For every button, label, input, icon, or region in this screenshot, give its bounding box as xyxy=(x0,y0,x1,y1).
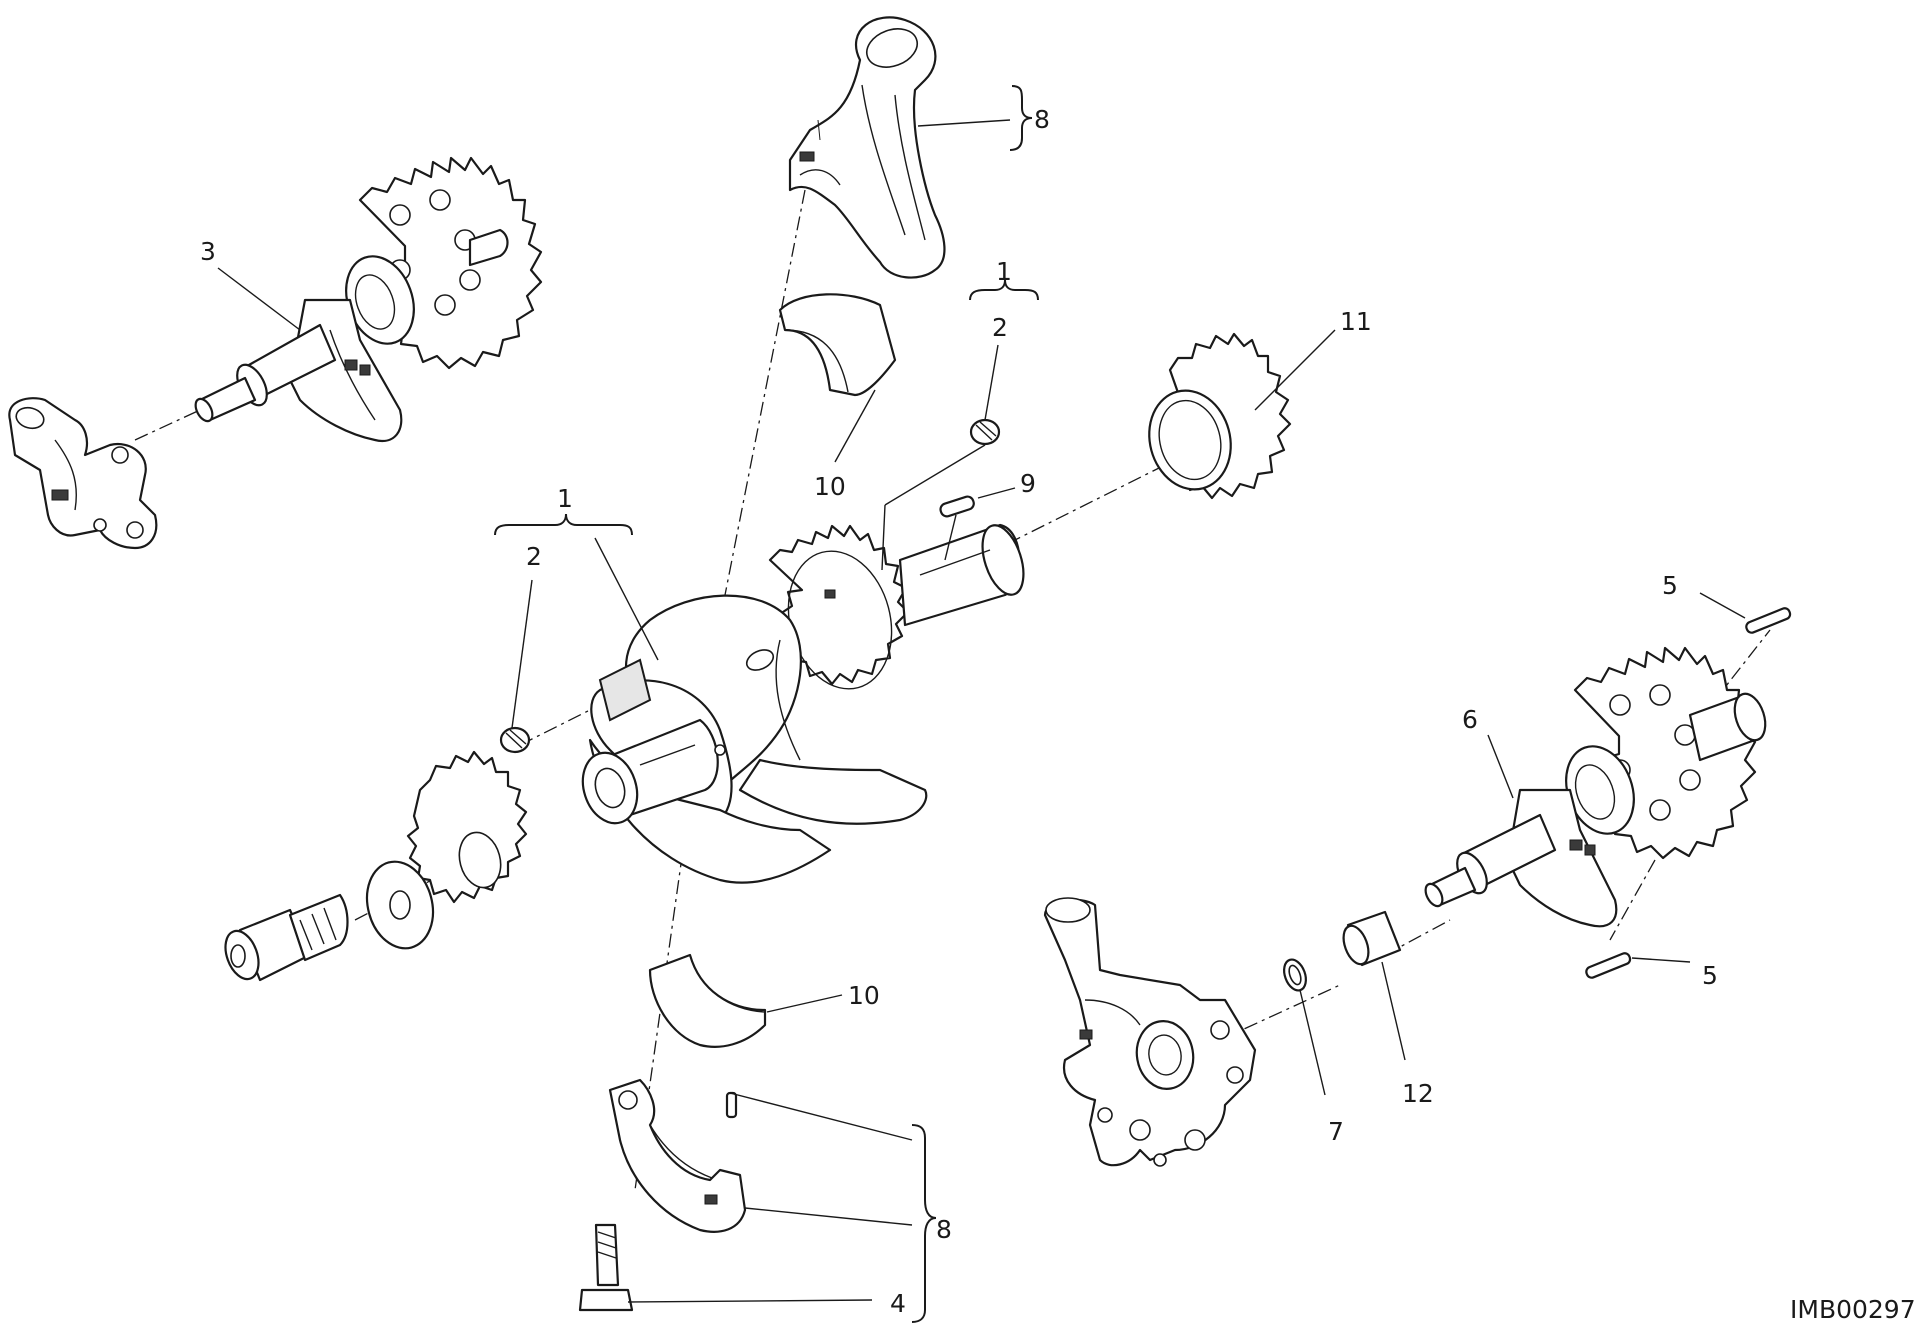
callout-bearing-bottom: 10 xyxy=(848,981,880,1010)
balance-shaft-right xyxy=(1424,646,1767,928)
washer xyxy=(365,860,435,950)
brace-marks xyxy=(494,85,1039,1323)
callout-plug-left: 2 xyxy=(526,542,542,571)
balance-shaft-left xyxy=(194,156,543,443)
plug-right xyxy=(969,418,1001,446)
key-9 xyxy=(939,495,975,518)
callout-plug-right: 2 xyxy=(992,313,1008,342)
pump-housing xyxy=(1043,897,1257,1167)
o-ring-7 xyxy=(1283,958,1307,992)
callout-pin-bottom: 5 xyxy=(1702,961,1718,990)
fitting-left xyxy=(8,397,158,550)
bearing-shell-top xyxy=(778,293,897,397)
flange-nut xyxy=(224,893,349,982)
callout-balance-shaft-left: 3 xyxy=(200,237,216,266)
callout-o-ring: 7 xyxy=(1328,1117,1344,1146)
callout-gear-11: 11 xyxy=(1340,307,1372,336)
callout-pin-top: 5 xyxy=(1662,571,1678,600)
gear-11 xyxy=(1148,332,1292,500)
callout-balance-shaft-right: 6 xyxy=(1462,705,1478,734)
callout-key-9: 9 xyxy=(1020,469,1036,498)
timing-gear xyxy=(406,750,528,904)
callout-conrod-top: 8 xyxy=(1034,105,1050,134)
callout-bushing: 12 xyxy=(1402,1079,1434,1108)
bushing-12 xyxy=(1342,910,1402,967)
callout-bearing-top: 10 xyxy=(814,472,846,501)
callout-kit-left: 1 xyxy=(557,484,573,513)
conrod-cap xyxy=(608,1078,747,1233)
callout-bolt: 4 xyxy=(890,1289,906,1318)
dowel-pin xyxy=(725,1091,738,1119)
crankshaft xyxy=(581,523,1025,884)
pin-top xyxy=(1745,607,1792,634)
callout-labels: 8 3 1 2 11 9 10 1 2 5 6 5 10 8 4 7 12 xyxy=(200,105,1718,1318)
callout-kit-right: 1 xyxy=(996,257,1012,286)
pin-bottom xyxy=(1585,952,1632,979)
leader-lines xyxy=(217,119,1746,1303)
bearing-shell-bottom xyxy=(648,953,767,1048)
conrod-bolt xyxy=(578,1223,634,1312)
figure-reference-code: IMB00297 xyxy=(1790,1295,1916,1324)
plug-left xyxy=(499,726,531,754)
connecting-rod xyxy=(788,16,946,279)
callout-conrod-cap: 8 xyxy=(936,1215,952,1244)
